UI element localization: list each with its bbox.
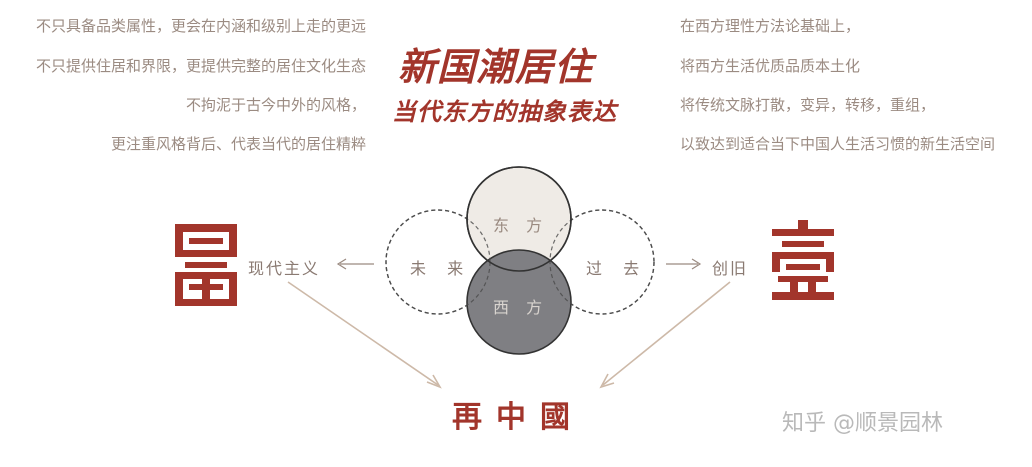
left-label-modernism: 现代主义 (248, 259, 321, 278)
right-label-chuangjiu: 创旧 (712, 259, 749, 278)
right-paragraph-line-2: 将西方生活优质品质本土化 (680, 57, 861, 75)
circle-label-left: 未 来 (410, 259, 472, 278)
right-paragraph-line-3: 将传统文脉打散，变异，转移，重组， (680, 96, 936, 114)
right-paragraph-line-4: 以致达到适合当下中国人生活习惯的新生活空间 (680, 135, 996, 153)
watermark: 知乎 @顺景园林 (782, 411, 943, 436)
right-seal-logo (772, 220, 834, 300)
right-long-arrow (602, 281, 731, 386)
bottom-label-zaizhongguo: 再中國 (452, 400, 584, 435)
circle-label-top: 东 方 (493, 216, 549, 235)
circle-label-right: 过 去 (586, 259, 648, 278)
left-paragraph-line-1: 不只具备品类属性，更会在内涵和级别上走的更远 (35, 17, 366, 35)
right-arrow-head (691, 258, 702, 270)
left-paragraph-line-4: 更注重风格背后、代表当代的居住精粹 (110, 135, 366, 153)
right-paragraph-line-1: 在西方理性方法论基础上， (680, 17, 861, 35)
left-seal-logo (175, 224, 237, 306)
left-paragraph-line-2: 不只提供住居和界限，更提供完整的居住文化生态 (35, 57, 366, 75)
left-paragraph-line-3: 不拘泥于古今中外的风格， (185, 96, 366, 114)
page-title: 新国潮居住 (398, 44, 594, 89)
left-long-arrow (287, 281, 439, 386)
page-subtitle: 当代东方的抽象表达 (392, 97, 617, 126)
left-arrow-head (336, 258, 347, 270)
bottom-circle (466, 249, 572, 355)
circle-label-bottom: 西 方 (493, 298, 549, 317)
